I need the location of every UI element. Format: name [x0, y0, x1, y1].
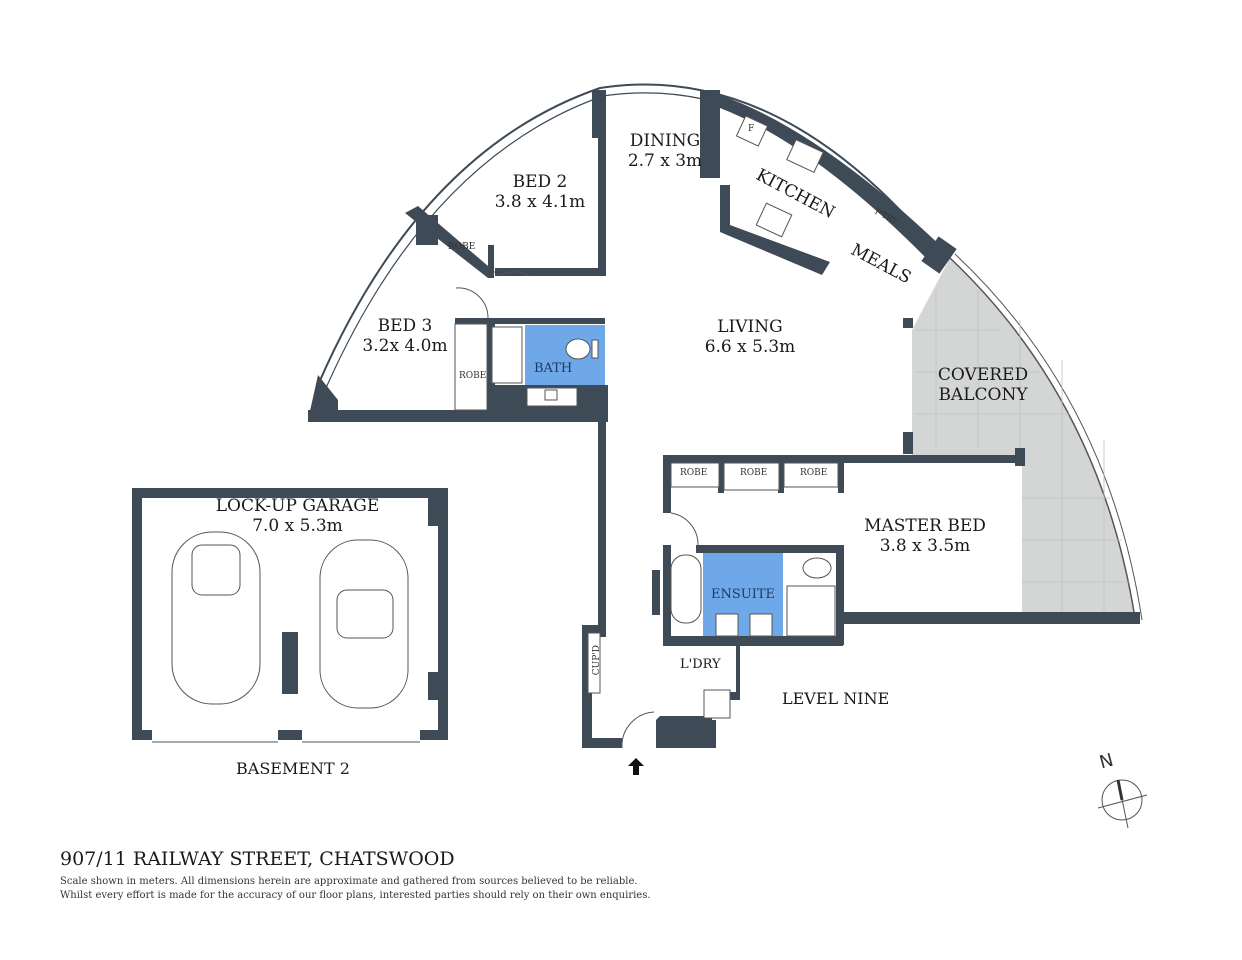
robe-bed3-label: ROBE	[459, 371, 487, 381]
room-name: MASTER BED	[864, 516, 986, 536]
room-name-line1: COVERED	[937, 365, 1029, 385]
disclaimer-line-2: Whilst every effort is made for the accu…	[60, 890, 651, 901]
room-dimensions: 7.0 x 5.3m	[252, 515, 343, 536]
ensuite-label: ENSUITE	[711, 587, 776, 602]
room-name-line2: BALCONY	[938, 384, 1028, 405]
room-name: LOCK-UP GARAGE	[215, 496, 380, 516]
robe-master-2-label: ROBE	[740, 468, 768, 478]
cupboard-label: CUP'D	[591, 645, 602, 676]
basement-label: BASEMENT 2	[236, 759, 350, 778]
laundry-label: L'DRY	[680, 657, 721, 672]
property-address: 907/11 RAILWAY STREET, CHATSWOOD	[60, 848, 455, 870]
room-dimensions: 2.7 x 3m	[627, 150, 703, 171]
room-dimensions: 6.6 x 5.3m	[704, 336, 796, 357]
walls	[132, 90, 1140, 748]
room-name: BED 2	[512, 172, 568, 192]
fixtures	[152, 115, 839, 749]
disclaimer-line-1: Scale shown in meters. All dimensions he…	[60, 876, 638, 887]
robe-master-3-label: ROBE	[800, 468, 828, 478]
robe-bed2-label: ROBE	[448, 242, 476, 252]
covered-balcony-area	[912, 253, 1143, 621]
entry-arrow-icon	[628, 758, 644, 775]
room-dimensions: 3.8 x 3.5m	[879, 535, 971, 556]
room-name: BED 3	[377, 316, 433, 336]
room-name: DINING	[629, 131, 701, 151]
robe-master-1-label: ROBE	[680, 468, 708, 478]
room-dimensions: 3.8 x 4.1m	[494, 191, 586, 212]
fridge-label: F	[748, 124, 755, 134]
room-dimensions: 3.2x 4.0m	[362, 335, 448, 356]
bath-label: BATH	[534, 361, 573, 376]
level-nine-label: LEVEL NINE	[782, 689, 890, 708]
north-compass-icon	[1097, 779, 1148, 829]
room-name: LIVING	[717, 317, 783, 337]
